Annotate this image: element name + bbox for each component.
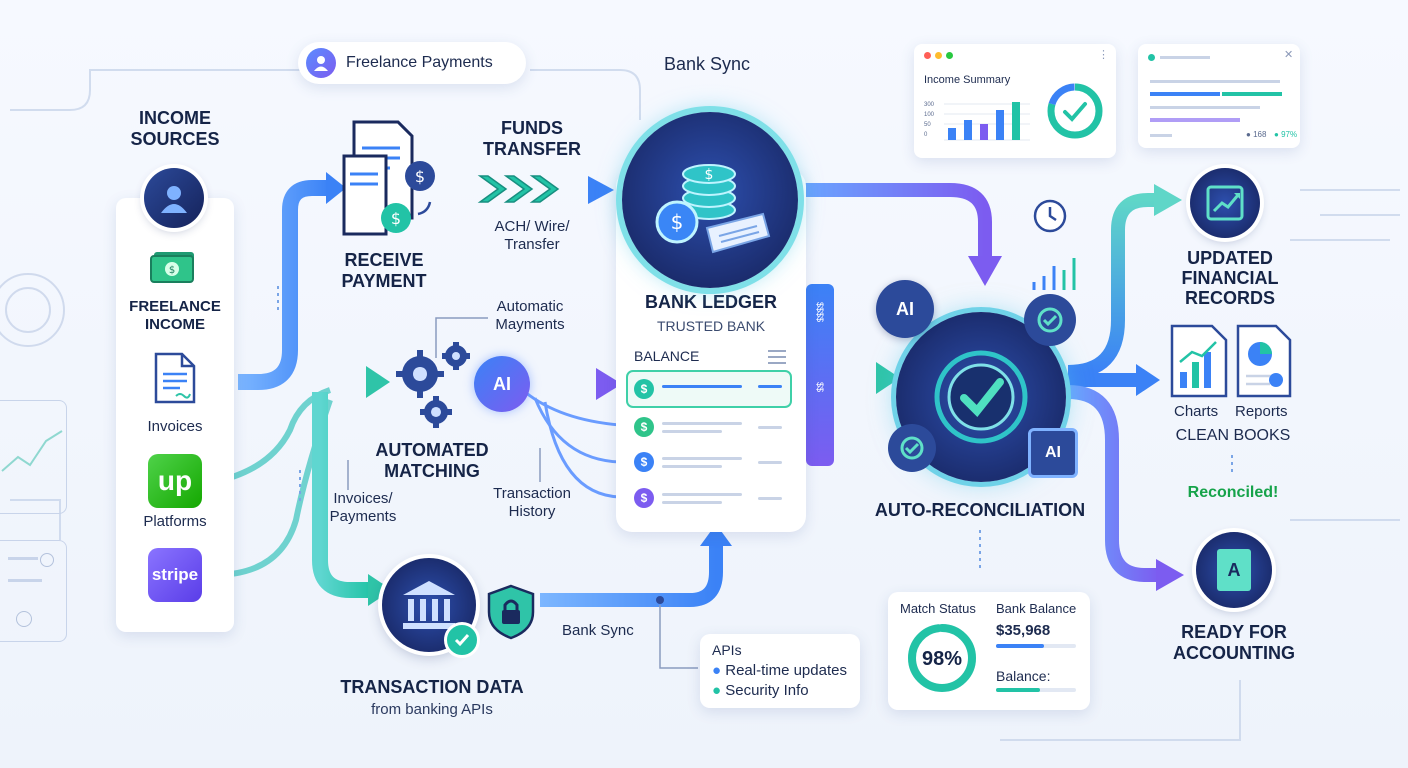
ledger-row[interactable]: $ xyxy=(628,484,794,512)
income-sources-title: INCOME SOURCES xyxy=(130,108,220,149)
stat-1: ● 168 xyxy=(1246,130,1267,139)
charts-document-icon xyxy=(1170,324,1228,398)
balance-label-card: Balance: xyxy=(996,668,1051,684)
receive-payment-label: RECEIVE PAYMENT xyxy=(341,250,427,291)
growth-chart-icon xyxy=(1190,168,1260,238)
stat-2: ● 97% xyxy=(1274,130,1298,139)
invoices-label: Invoices xyxy=(147,418,203,435)
coins-book-icon: $ $ xyxy=(655,164,771,254)
svg-text:$: $ xyxy=(415,167,425,186)
chevrons-icon xyxy=(476,172,566,206)
ledger-row[interactable]: $ xyxy=(626,370,792,408)
charts-label: Charts xyxy=(1174,403,1219,420)
ai-badge-text: AI xyxy=(493,373,511,394)
invoices-payments-label: Invoices/ Payments xyxy=(329,490,397,525)
apis-item: ● Security Info xyxy=(712,682,809,699)
auto-reconciliation-label: AUTO-RECONCILIATION xyxy=(874,500,1086,520)
income-bar-chart xyxy=(944,102,1030,141)
svg-text:$: $ xyxy=(391,209,401,228)
match-status-title: Match Status xyxy=(900,601,976,616)
platforms-label: Platforms xyxy=(143,513,207,530)
balance-label: BALANCE xyxy=(634,348,700,364)
apis-card: APIs ● Real-time updates ● Security Info xyxy=(700,634,860,708)
transaction-data-sub: from banking APIs xyxy=(371,701,493,718)
invoice-icon xyxy=(154,352,196,404)
ledger-strip-text-1: $$$$ xyxy=(815,302,825,323)
bank-ledger-subtitle: TRUSTED BANK xyxy=(656,318,766,334)
bank-ledger-emblem: $ $ xyxy=(622,112,798,288)
bars-icon xyxy=(1030,252,1086,292)
faint-chart-panel xyxy=(0,400,67,514)
automatic-payments-annotation: Automatic Mayments xyxy=(495,298,565,333)
ai-brain-icon: AI xyxy=(474,356,530,412)
funds-transfer-sub: ACH/ Wire/ Transfer xyxy=(494,218,570,253)
ai-chip-icon: AI xyxy=(1028,428,1078,478)
faint-list-panel xyxy=(0,540,67,642)
match-progress-ring xyxy=(908,624,976,692)
bank-balance-value: $35,968 xyxy=(996,622,1051,639)
svg-text:$: $ xyxy=(705,167,714,183)
match-percent: 98% xyxy=(921,648,963,670)
gears-icon xyxy=(394,340,474,430)
ai-gear-text: AI xyxy=(896,298,914,319)
transaction-history-label: Transaction History xyxy=(493,485,571,520)
bank-sync-title: Bank Sync xyxy=(664,54,751,74)
reconciled-label: Reconciled! xyxy=(1187,484,1279,501)
clean-books-label: CLEAN BOOKS xyxy=(1175,427,1291,444)
person-icon xyxy=(144,168,204,228)
check-badge-icon xyxy=(444,622,480,658)
check-ring-icon xyxy=(1047,83,1103,139)
more-icon[interactable]: ⋮ xyxy=(1098,49,1109,61)
upwork-logo: up xyxy=(148,454,202,508)
reports-document-icon xyxy=(1236,324,1292,398)
coin-icon: $ xyxy=(634,452,654,472)
income-summary-title: Income Summary xyxy=(924,74,1011,86)
ledger-side-strip: $$$$ $$ xyxy=(806,284,834,466)
accounting-doc-letter: A xyxy=(1217,549,1251,591)
stripe-logo: stripe xyxy=(148,548,202,602)
automated-matching-label: AUTOMATED MATCHING xyxy=(375,440,489,481)
check-icon xyxy=(934,350,1028,444)
freelance-payments-label: Freelance Payments xyxy=(346,54,493,71)
user-icon xyxy=(306,48,336,78)
window-controls xyxy=(924,52,953,59)
svg-text:$: $ xyxy=(169,265,175,276)
match-status-card: Match Status 98% Bank Balance $35,968 Ba… xyxy=(888,592,1090,710)
close-icon[interactable]: ✕ xyxy=(1284,49,1294,61)
coin-icon: $ xyxy=(634,379,654,399)
svg-text:$: $ xyxy=(671,210,684,234)
apis-title: APIs xyxy=(712,642,742,658)
freelance-payments-pill: Freelance Payments xyxy=(298,42,526,84)
coin-icon: $ xyxy=(634,417,654,437)
bank-balance-title: Bank Balance xyxy=(996,601,1077,616)
ledger-row[interactable]: $ xyxy=(628,448,794,476)
accounting-document-icon: A xyxy=(1196,532,1272,608)
cash-icon: $ xyxy=(150,250,198,284)
funds-transfer-title: FUNDS TRANSFER xyxy=(483,118,581,159)
bank-ledger-title: BANK LEDGER xyxy=(644,292,777,312)
updated-records-label: UPDATED FINANCIAL RECORDS xyxy=(1181,248,1279,308)
transaction-data-title: TRANSACTION DATA xyxy=(340,677,524,697)
apis-item: ● Real-time updates xyxy=(712,662,847,679)
payment-document-icon: $$ xyxy=(340,118,440,236)
ai-gear-icon: AI xyxy=(876,280,934,338)
check-gear-icon xyxy=(1024,294,1076,346)
freelance-income-label: FREELANCE INCOME xyxy=(129,298,221,333)
ledger-row[interactable]: $ xyxy=(628,413,794,441)
menu-icon[interactable] xyxy=(768,350,786,364)
ledger-strip-text-2: $$ xyxy=(815,382,825,393)
ready-for-accounting-label: READY FOR ACCOUNTING xyxy=(1173,622,1295,663)
check-gear-icon-small xyxy=(888,424,936,472)
shield-lock-icon xyxy=(486,584,536,640)
clock-icon xyxy=(1032,198,1068,234)
reports-label: Reports xyxy=(1235,403,1288,420)
ai-chip-text: AI xyxy=(1045,444,1061,461)
coin-icon: $ xyxy=(634,488,654,508)
stats-window: ✕ ● 168 ● 97% xyxy=(1138,44,1300,148)
bank-sync-label: Bank Sync xyxy=(562,622,634,639)
